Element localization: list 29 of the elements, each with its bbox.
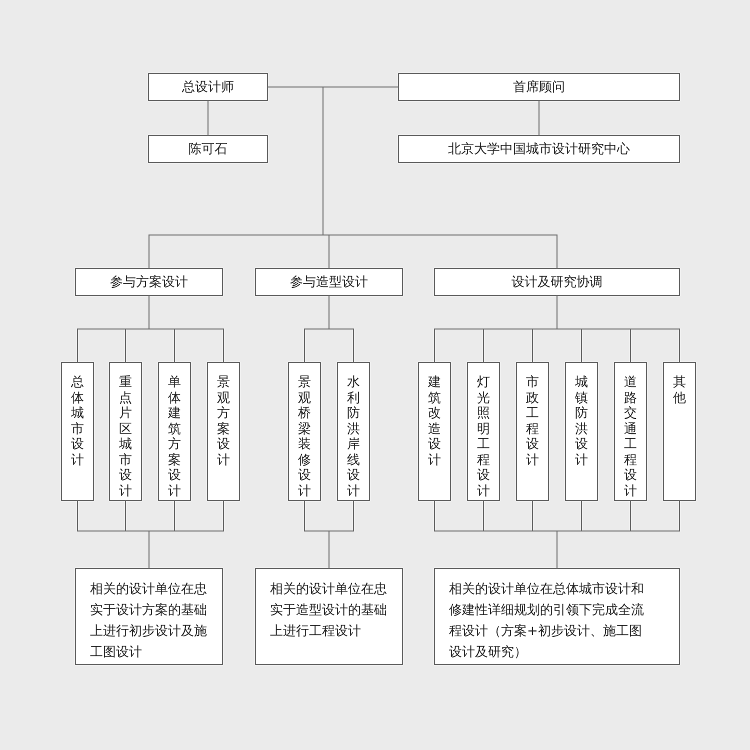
org-box: 景观方案设计	[207, 362, 240, 501]
org-box: 首席顾问	[398, 73, 680, 101]
org-box: 景观桥梁装修设计	[288, 362, 321, 501]
org-box: 北京大学中国城市设计研究中心	[398, 135, 680, 163]
description-box: 相关的设计单位在忠实于设计方案的基础上进行初步设计及施工图设计	[75, 568, 223, 665]
org-box: 总体城市设计	[61, 362, 94, 501]
org-box: 总设计师	[148, 73, 268, 101]
connector-line	[328, 500, 354, 568]
description-box: 相关的设计单位在忠实于造型设计的基础上进行工程设计	[255, 568, 403, 665]
connector-line	[556, 500, 680, 568]
org-box: 重点片区城市设计	[109, 362, 142, 501]
org-box: 设计及研究协调	[434, 268, 680, 296]
org-box: 陈可石	[148, 135, 268, 163]
description-box: 相关的设计单位在总体城市设计和修建性详细规划的引领下完成全流程设计（方案+初步设计、施工图设计及研究）	[434, 568, 680, 665]
org-box: 城镇防洪设计	[565, 362, 598, 501]
org-box: 建筑改造设计	[418, 362, 451, 501]
org-box: 参与方案设计	[75, 268, 223, 296]
org-box: 水利防洪岸线设计	[337, 362, 370, 501]
org-box: 单体建筑方案设计	[158, 362, 191, 501]
connector-line	[556, 296, 680, 362]
org-box: 市政工程设计	[516, 362, 549, 501]
connector-line	[538, 100, 540, 136]
org-box: 其他	[663, 362, 696, 501]
org-box: 灯光照明工程设计	[467, 362, 500, 501]
connector-line	[148, 500, 224, 568]
org-box: 道路交通工程设计	[614, 362, 647, 501]
connector-line	[148, 296, 224, 362]
connector-line	[328, 296, 354, 362]
org-box: 参与造型设计	[255, 268, 403, 296]
